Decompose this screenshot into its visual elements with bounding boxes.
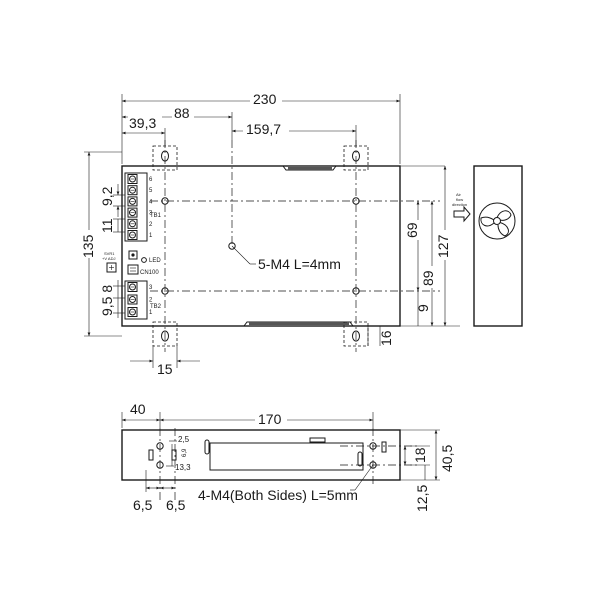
airflow-label-2: flow (456, 197, 463, 202)
dim-40: 40 (130, 401, 146, 417)
dim-88: 88 (174, 105, 190, 121)
hole-2 (352, 197, 360, 205)
mount-note-side: 4-M4(Both Sides) L=5mm (198, 487, 358, 503)
terminal-screw-head (129, 283, 136, 291)
side-case-outline (121, 429, 401, 481)
fan-icon (478, 202, 516, 240)
tb1-label: TB1 (150, 213, 162, 219)
terminal-pin-number: 1 (149, 310, 153, 316)
terminal-pin-number: 2 (149, 298, 153, 304)
vent-slot-top (288, 167, 332, 170)
airflow-label-3: direction (452, 202, 467, 207)
led-indicator (141, 257, 147, 263)
trimmer-knob[interactable] (128, 250, 138, 260)
side-hole-1 (156, 442, 164, 450)
terminal-screw (127, 185, 138, 196)
dim-89: 89 (420, 270, 436, 286)
terminal-screw (127, 218, 138, 229)
terminal-screw-head (129, 197, 136, 205)
dim-11: 11 (99, 218, 115, 233)
terminal-screw (127, 207, 138, 218)
top-view: 5-M4 L=4mm TB1 6 5 4 3 2 1 SVR1 +V ADJ LED CN… (80, 91, 460, 377)
mount-note-top: 5-M4 L=4mm (258, 256, 341, 272)
terminal-pin-number: 3 (149, 211, 153, 217)
hole-3 (161, 287, 169, 295)
terminal-pin-number: 4 (149, 199, 153, 205)
terminal-screw (127, 196, 138, 207)
airflow-arrow-icon (453, 205, 471, 223)
svr1-potentiometer[interactable] (106, 262, 117, 273)
side-vent-window (209, 442, 364, 471)
terminal-block-tb1: TB1 6 5 4 3 2 1 (124, 172, 162, 242)
terminal-screw (127, 230, 138, 240)
dim-13-3: 13,3 (175, 463, 191, 472)
dim-135: 135 (80, 234, 96, 258)
dim-9: 9 (415, 304, 431, 312)
dim-69: 69 (404, 222, 420, 238)
terminal-screw (127, 174, 138, 184)
terminal-pin-number: 5 (149, 188, 153, 194)
terminal-block-tb2: TB2 3 2 1 (124, 280, 162, 320)
tb2-label: TB2 (150, 304, 162, 310)
terminal-screw-head (129, 209, 136, 217)
end-view: Air flow direction (452, 165, 523, 327)
dim-6-5-b: 6,5 (166, 497, 186, 513)
vadj-label: +V ADJ (102, 256, 115, 261)
terminal-screw-head (129, 186, 136, 194)
cn100-connector (127, 264, 139, 275)
dim-2-5: 2,5 (178, 435, 190, 444)
side-hole-2 (156, 461, 164, 469)
dim-16: 16 (378, 330, 394, 346)
terminal-screw (127, 294, 138, 305)
side-view: 2,5 6,9 13,3 40 170 18 40,5 12,5 (121, 401, 455, 513)
terminal-screw (127, 282, 138, 292)
dim-159-7: 159,7 (246, 121, 281, 137)
terminal-screw-head (129, 220, 136, 228)
svr1-label: SVR1 (104, 251, 115, 256)
dim-230: 230 (253, 91, 277, 107)
terminal-pin-number: 1 (149, 233, 153, 239)
dim-6-5-a: 6,5 (133, 497, 153, 513)
dim-12-5: 12,5 (414, 485, 430, 512)
cn100-label: CN100 (140, 270, 159, 276)
terminal-screw-head (129, 308, 136, 316)
led-label: LED (149, 258, 161, 264)
dim-40-5: 40,5 (439, 445, 455, 472)
terminal-pin-number: 6 (149, 177, 153, 183)
dim-18: 18 (412, 447, 428, 463)
terminal-screw-head (129, 296, 136, 303)
dim-39-3: 39,3 (129, 115, 156, 131)
hole-5 (228, 242, 236, 250)
dim-15: 15 (157, 361, 173, 377)
dim-9-2: 9,2 (99, 186, 115, 206)
terminal-pin-number: 2 (149, 222, 153, 228)
terminal-screw-head (129, 175, 136, 183)
dim-127: 127 (435, 234, 451, 258)
dim-6-9: 6,9 (182, 448, 188, 457)
hole-1 (161, 197, 169, 205)
terminal-screw (127, 307, 138, 317)
dim-9-5-8: 9,5 8 (99, 285, 115, 316)
case-outline (121, 165, 401, 327)
dim-170: 170 (258, 411, 282, 427)
hole-4 (352, 287, 360, 295)
terminal-screw-head (129, 231, 136, 239)
airflow-label-1: Air (456, 192, 462, 197)
terminal-pin-number: 3 (149, 285, 153, 291)
end-case-outline (473, 165, 523, 327)
vent-slot-bottom (249, 322, 349, 325)
